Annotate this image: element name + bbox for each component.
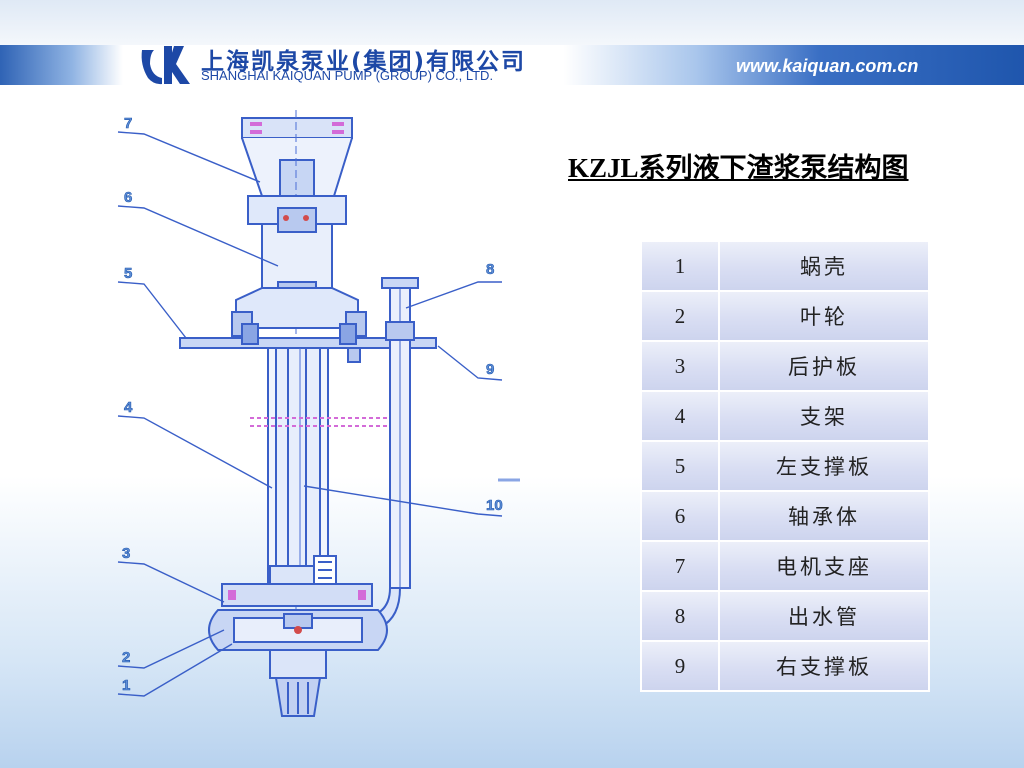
part-number: 2 bbox=[640, 290, 720, 342]
part-name: 右支撑板 bbox=[718, 640, 930, 692]
callout-5: 5 bbox=[124, 265, 132, 282]
part-number: 7 bbox=[640, 540, 720, 592]
part-name: 电机支座 bbox=[718, 540, 930, 592]
part-name: 轴承体 bbox=[718, 490, 930, 542]
part-number: 9 bbox=[640, 640, 720, 692]
part-number: 1 bbox=[640, 240, 720, 292]
diagram-callouts: 7 6 5 4 3 2 1 8 9 10 bbox=[122, 115, 503, 695]
part-name: 左支撑板 bbox=[718, 440, 930, 492]
callout-10: 10 bbox=[486, 497, 503, 514]
company-name-cn: 上海凯泉泵业(集团)有限公司 bbox=[201, 49, 527, 75]
part-name: 出水管 bbox=[718, 590, 930, 642]
part-number: 5 bbox=[640, 440, 720, 492]
part-number: 6 bbox=[640, 490, 720, 542]
part-name: 后护板 bbox=[718, 340, 930, 392]
callout-8: 8 bbox=[486, 261, 494, 278]
part-name: 叶轮 bbox=[718, 290, 930, 342]
part-name: 蜗壳 bbox=[718, 240, 930, 292]
callout-9: 9 bbox=[486, 361, 494, 378]
part-name: 支架 bbox=[718, 390, 930, 442]
website-link[interactable]: www.kaiquan.com.cn bbox=[736, 56, 919, 76]
diagram-title: KZJL系列液下渣浆泵结构图 bbox=[568, 153, 909, 183]
callout-1: 1 bbox=[122, 677, 130, 694]
company-logo bbox=[141, 46, 190, 85]
part-number: 8 bbox=[640, 590, 720, 642]
callout-3: 3 bbox=[122, 545, 130, 562]
part-number: 4 bbox=[640, 390, 720, 442]
callout-2: 2 bbox=[122, 649, 130, 666]
part-number: 3 bbox=[640, 340, 720, 392]
callout-6: 6 bbox=[124, 189, 132, 206]
pump-structure-diagram: 7 6 5 4 3 2 1 8 9 10 bbox=[117, 110, 520, 717]
company-name-en: SHANGHAI KAIQUAN PUMP (GROUP) CO., LTD. bbox=[201, 68, 494, 83]
callout-4: 4 bbox=[124, 399, 133, 416]
callout-7: 7 bbox=[124, 115, 132, 132]
